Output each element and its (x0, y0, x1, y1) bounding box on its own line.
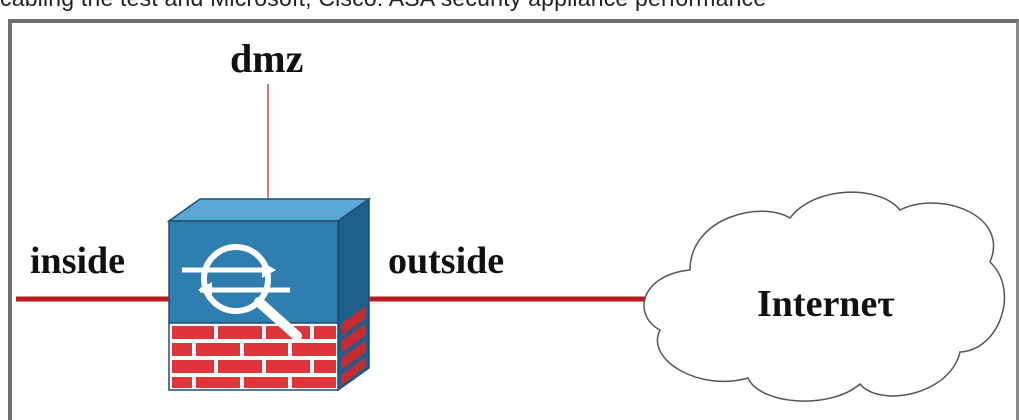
asa-firewall-icon (166, 197, 372, 392)
dmz-label: dmz (230, 36, 303, 81)
inside-label: inside (30, 240, 125, 282)
caption-text: cabling the test and Microsoft, Cisco: A… (0, 0, 1019, 11)
internet-cloud-icon (643, 191, 1006, 402)
internet-label: Interneτ (757, 283, 895, 325)
magnifier-icon (182, 244, 302, 341)
outside-label: outside (388, 240, 504, 282)
